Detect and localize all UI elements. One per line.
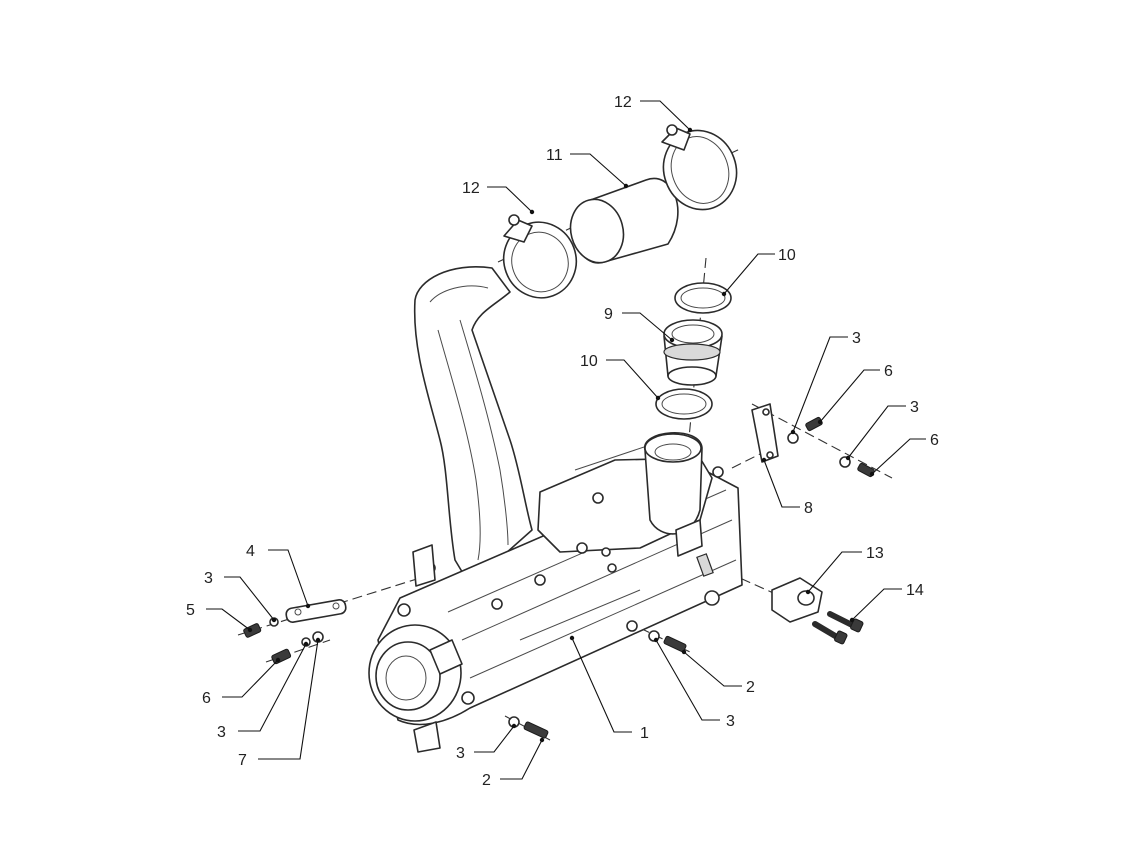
callout-11: 11 bbox=[546, 147, 563, 164]
pipe-adapter bbox=[663, 319, 723, 386]
bracket-plate bbox=[751, 403, 779, 463]
callout-13: 13 bbox=[866, 545, 884, 562]
callout-labels: 12 11 12 10 9 10 3 6 3 6 8 13 14 4 3 5 6… bbox=[186, 94, 939, 789]
o-ring-lower bbox=[655, 388, 713, 420]
callout-10-lower: 10 bbox=[580, 353, 598, 370]
clamp-block bbox=[771, 577, 823, 623]
callout-3-right-top: 3 bbox=[852, 330, 861, 347]
cooler-housing bbox=[368, 266, 743, 753]
callout-8: 8 bbox=[804, 500, 813, 517]
callout-1: 1 bbox=[640, 725, 649, 742]
callout-3-bottom-right: 3 bbox=[726, 713, 735, 730]
callout-3-bottom-left: 3 bbox=[456, 745, 465, 762]
callout-6-left: 6 bbox=[202, 690, 211, 707]
long-bolt-upper bbox=[827, 611, 864, 633]
callout-5: 5 bbox=[186, 602, 195, 619]
callout-6-right-top: 6 bbox=[884, 363, 893, 380]
callout-12-lower: 12 bbox=[462, 180, 480, 197]
callout-7: 7 bbox=[238, 752, 247, 769]
hose-clamp-lower bbox=[502, 214, 578, 299]
callout-9: 9 bbox=[604, 306, 613, 323]
callout-14: 14 bbox=[906, 582, 924, 599]
callout-3-right: 3 bbox=[910, 399, 919, 416]
callout-2-bottom-left: 2 bbox=[482, 772, 491, 789]
long-bolt-lower bbox=[812, 621, 848, 645]
callout-10-upper: 10 bbox=[778, 247, 796, 264]
callout-3-left-top: 3 bbox=[204, 570, 213, 587]
callout-12-upper: 12 bbox=[614, 94, 632, 111]
callout-6-right: 6 bbox=[930, 432, 939, 449]
callout-4: 4 bbox=[246, 543, 255, 560]
callout-leaders bbox=[206, 100, 926, 780]
hose-clamp-upper bbox=[661, 124, 738, 211]
callout-3-left-bottom: 3 bbox=[217, 724, 226, 741]
o-ring-upper bbox=[674, 282, 732, 314]
callout-2-bottom-right: 2 bbox=[746, 679, 755, 696]
fasteners bbox=[243, 416, 875, 739]
hose-sleeve bbox=[569, 177, 679, 264]
